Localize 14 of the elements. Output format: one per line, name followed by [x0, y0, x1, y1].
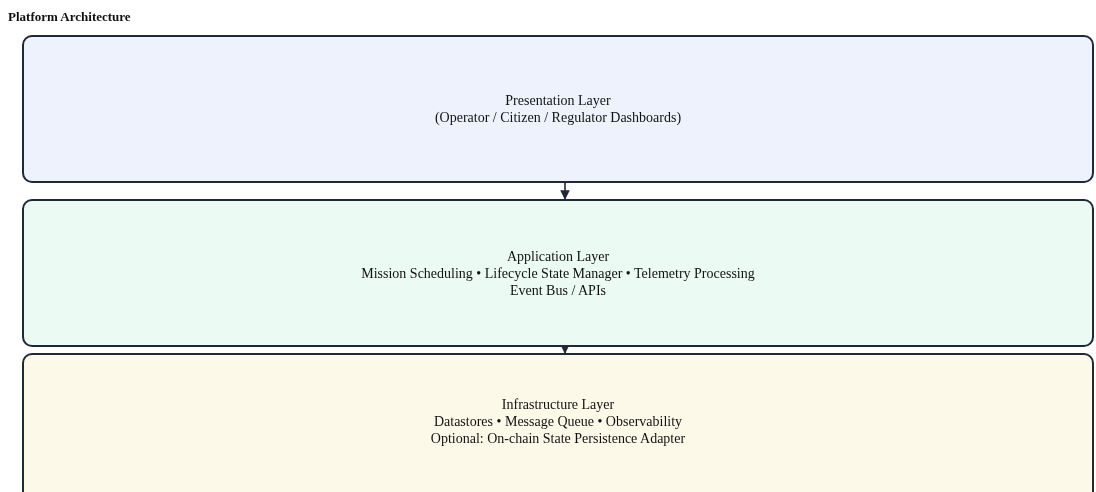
layer-description: (Operator / Citizen / Regulator Dashboards) [434, 109, 682, 126]
layer-box [22, 35, 1094, 183]
diagram-title: Platform Architecture [8, 10, 131, 23]
arrow [560, 182, 570, 200]
layer-title: Presentation Layer [505, 92, 611, 109]
layer-description: Mission Scheduling • Lifecycle State Manager • Telemetry Processing [361, 264, 755, 282]
layer-box [22, 353, 1094, 492]
layer-description: Optional: On-chain State Persistence Adapter [430, 429, 686, 447]
layer-description: Datastores • Message Queue • Observability [433, 412, 683, 430]
layer-box [22, 199, 1094, 347]
arrow [560, 344, 570, 354]
layer-description: Event Bus / APIs [509, 281, 607, 299]
layer-title: Infrastructure Layer [501, 395, 615, 413]
layer-title: Application Layer [506, 247, 610, 265]
